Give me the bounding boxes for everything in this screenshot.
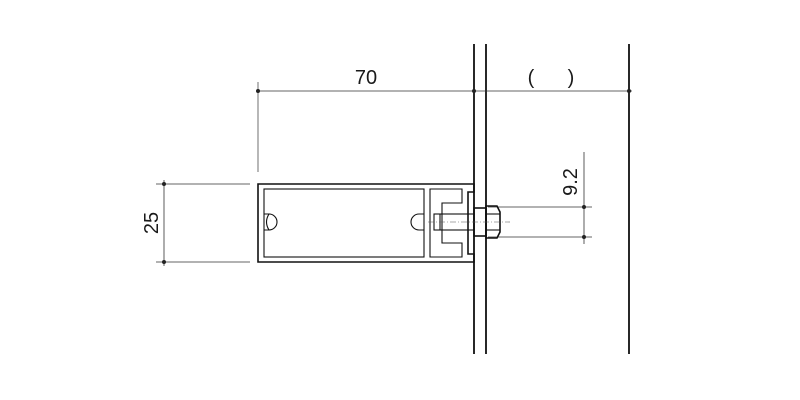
screw-port-right xyxy=(410,213,424,231)
gap-label: ( ) xyxy=(528,67,575,89)
bolt-offset-label: 9.2 xyxy=(560,168,582,196)
dimension-tick xyxy=(627,89,631,93)
dimension-height: 25 xyxy=(141,180,250,266)
height-label: 25 xyxy=(141,212,163,234)
dimension-tick xyxy=(582,235,586,239)
screw-port-left-arc xyxy=(268,213,278,231)
wall-panel xyxy=(473,44,630,354)
profile-chamber-main xyxy=(263,188,425,258)
profile-outline xyxy=(257,183,475,263)
hex-nut xyxy=(485,205,501,239)
dimension-tick xyxy=(162,260,166,264)
profile-chamber-end xyxy=(429,188,463,258)
dimension-tick xyxy=(472,89,476,93)
bolt-assembly xyxy=(428,205,510,239)
dimension-tick xyxy=(256,89,260,93)
dimension-tick xyxy=(582,205,586,209)
dimension-tick xyxy=(162,182,166,186)
aluminum-profile xyxy=(257,183,475,263)
dimension-bolt-offset: 9.2 xyxy=(488,152,592,244)
screw-port-left xyxy=(264,213,270,231)
width-label: 70 xyxy=(355,67,377,89)
dimension-width: 70 ( ) xyxy=(256,67,632,172)
